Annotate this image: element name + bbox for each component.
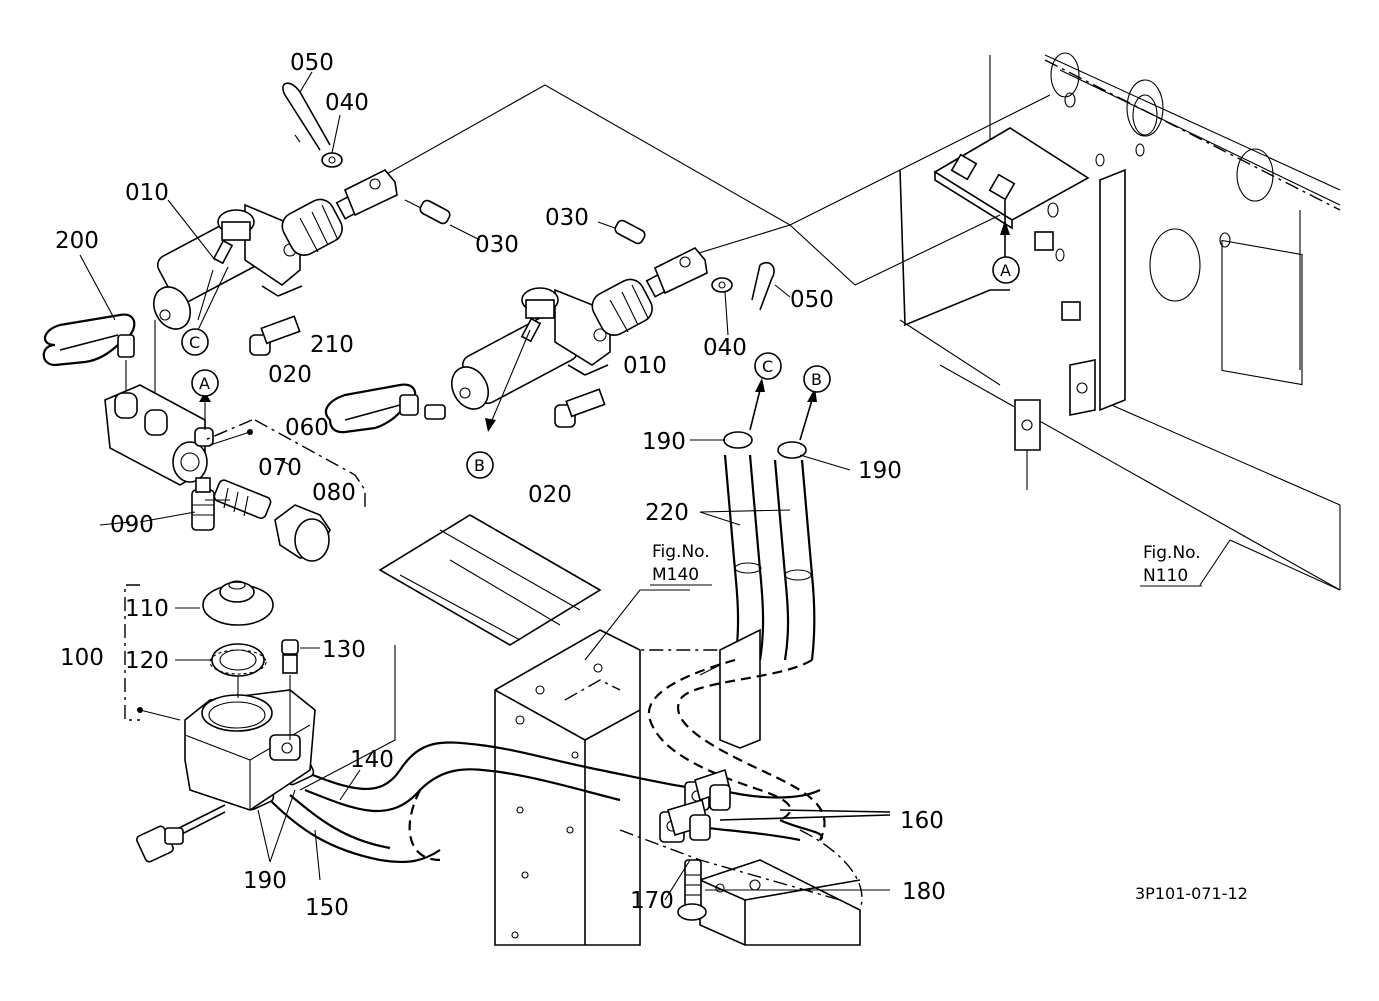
callout-200: 200 [55,228,99,254]
figure-ref-m140: Fig.No. M140 [650,542,712,586]
brake-pipe-200 [42,313,156,410]
fig-ref-m140-label: Fig.No. [652,542,710,562]
callout-100: 100 [60,645,104,671]
callout-170: 170 [630,888,674,914]
marker-b-left: B [474,456,485,475]
fig-n110-leader-2 [1229,539,1341,591]
master-cylinder-right [450,247,708,410]
callout-050-left: 050 [290,50,334,76]
callout-110: 110 [125,596,169,622]
callout-140: 140 [350,747,394,773]
hose-route [243,658,891,921]
fig-ref-m140-number: M140 [652,565,699,585]
marker-a-right: A [1000,261,1011,280]
marker-b-right: B [811,370,822,389]
callout-020-right: 020 [528,482,572,508]
bolt-020-right [554,388,606,428]
master-cylinder-left [152,169,398,330]
reference-markers: C A B C B A [181,256,1020,479]
cotter-pin-right [751,261,791,311]
callout-210: 210 [310,332,354,358]
callout-010-left: 010 [125,180,169,206]
hose-220-pair [723,378,817,661]
callout-labels: 050 040 010 200 030 030 050 020 210 040 … [55,50,946,921]
bolt-020-left [249,315,301,356]
callout-190-upper-right: 190 [858,458,902,484]
clevis-pin-left [404,199,481,241]
washer-right [711,277,733,336]
callout-190-lower: 190 [243,868,287,894]
drawing-code: 3P101-071-12 [1135,884,1248,903]
callout-060: 060 [285,415,329,441]
fig-ref-n110-number: N110 [1143,566,1188,586]
lower-frame [299,514,863,946]
fig-n110-leader [1199,539,1231,586]
fig-m140-leader-2 [584,589,641,661]
callout-040-left: 040 [325,90,369,116]
washer-left [321,114,343,168]
callout-190-upper-left: 190 [642,429,686,455]
callout-050-right: 050 [790,287,834,313]
marker-c-left: C [189,333,200,352]
plug-080 [274,504,331,562]
leader-line-top [384,84,1051,226]
clevis-pin-right [597,219,646,245]
callout-010-right: 010 [623,353,667,379]
leader-line-mid [659,214,1001,286]
callout-180: 180 [902,879,946,905]
bleeder-090 [191,477,215,531]
callout-030-left: 030 [475,232,519,258]
cotter-pin-left [282,71,331,151]
callout-leaders [79,199,890,901]
brake-pipe-210 [324,383,446,434]
callout-040-right: 040 [703,335,747,361]
fig-ref-n110-label: Fig.No. [1143,543,1201,563]
callout-160: 160 [900,808,944,834]
callout-020-left: 020 [268,362,312,388]
callout-150: 150 [305,895,349,921]
marker-c-right: C [762,357,773,376]
figure-ref-n110: Fig.No. N110 [1140,543,1202,587]
junction-block [104,384,366,510]
reservoir-assembly [124,580,316,863]
callout-120: 120 [125,648,169,674]
callout-090: 090 [110,512,154,538]
callout-070: 070 [258,455,302,481]
fitting-070 [213,479,272,519]
callout-030-right: 030 [545,205,589,231]
callout-130: 130 [322,637,366,663]
marker-a-left: A [199,374,210,393]
frame-assembly [899,52,1341,591]
callout-220: 220 [645,500,689,526]
callout-080: 080 [312,480,356,506]
